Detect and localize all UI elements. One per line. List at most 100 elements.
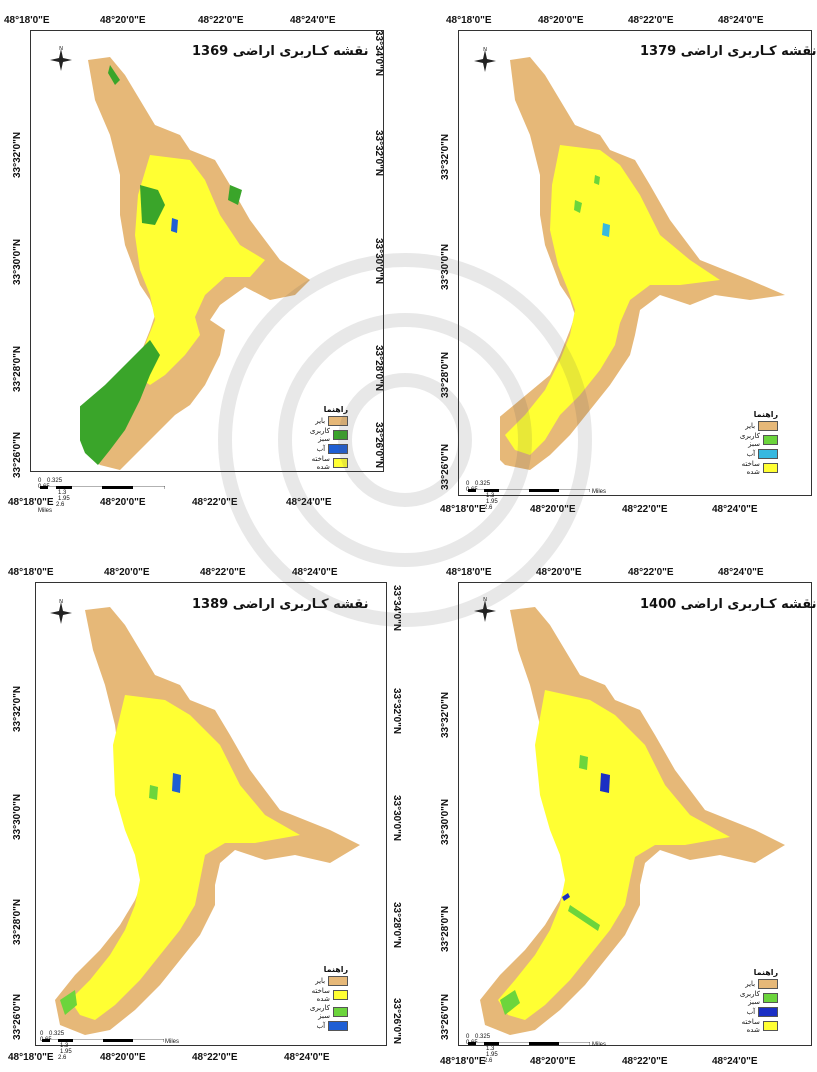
lon-tick-bottom: 48°20'0"E: [100, 497, 146, 508]
lon-tick-top: 48°18'0"E: [446, 567, 492, 578]
lon-tick-top: 48°20'0"E: [536, 567, 582, 578]
scale-bar: [468, 489, 590, 492]
lon-tick-bottom: 48°22'0"E: [622, 1056, 668, 1067]
legend-item: آب: [735, 1007, 779, 1017]
scale-bar: [42, 1039, 164, 1042]
lat-tick-left: 33°30'0"N: [440, 798, 451, 845]
lat-tick-left: 33°32'0"N: [12, 685, 23, 732]
north-label: N: [59, 46, 63, 52]
map-legend: راهنما بایر کاربری سبز آب ساخته شده: [305, 405, 349, 472]
land-use-map-1389: [55, 607, 360, 1035]
lon-tick-bottom: 48°24'0"E: [286, 497, 332, 508]
legend-item: ساخته شده: [305, 987, 349, 1003]
north-label: N: [59, 599, 63, 605]
legend-item: کاربری سبز: [735, 990, 779, 1006]
scale-labels: 0 0.325 0.65 1.3 1.95 2.6: [466, 481, 498, 511]
lon-tick-bottom: 48°18'0"E: [440, 504, 486, 515]
legend-title: راهنما: [323, 405, 349, 414]
legend-item: آب: [305, 444, 349, 454]
legend-item: کاربری سبز: [305, 427, 349, 443]
scale-unit: Miles: [592, 489, 607, 495]
lat-tick-right: 33°32'0"N: [391, 688, 402, 735]
lat-tick-left: 33°26'0"N: [12, 431, 23, 478]
legend-item: بایر: [735, 421, 779, 431]
lon-tick-bottom: 48°24'0"E: [712, 504, 758, 515]
legend-item: بایر: [305, 416, 349, 426]
lon-tick-top: 48°20'0"E: [104, 567, 150, 578]
lon-tick-bottom: 48°22'0"E: [192, 497, 238, 508]
north-arrow-icon: N: [50, 46, 72, 71]
lat-tick-left: 33°32'0"N: [440, 133, 451, 180]
lat-tick-left: 33°26'0"N: [440, 993, 451, 1040]
lat-tick-left: 33°32'0"N: [440, 691, 451, 738]
legend-title: راهنما: [753, 410, 779, 419]
lon-tick-top: 48°18'0"E: [446, 15, 492, 26]
map-title: نقشه کـاربری اراضی 1369: [192, 44, 369, 59]
land-use-map-1369: [80, 57, 310, 470]
lon-tick-top: 48°22'0"E: [198, 15, 244, 26]
lon-tick-top: 48°22'0"E: [200, 567, 246, 578]
north-label: N: [483, 47, 487, 53]
lat-tick-right: 33°28'0"N: [391, 902, 402, 949]
legend-title: راهنما: [753, 968, 779, 977]
lon-tick-top: 48°24'0"E: [718, 15, 764, 26]
lat-tick-right: 33°30'0"N: [391, 795, 402, 842]
lon-tick-top: 48°18'0"E: [4, 15, 50, 26]
north-label: N: [483, 597, 487, 603]
scale-labels: 0 0.325 0.65 1.3 1.95 2.6: [466, 1034, 498, 1064]
map-legend: راهنما بایر کاربری سبز آب ساخته شده: [735, 410, 779, 477]
land-use-map-1400: [480, 607, 785, 1035]
lon-tick-bottom: 48°18'0"E: [440, 1056, 486, 1067]
lon-tick-top: 48°24'0"E: [290, 15, 336, 26]
lat-tick-left: 33°30'0"N: [12, 238, 23, 285]
legend-item: بایر: [305, 976, 349, 986]
lat-tick-right: 33°26'0"N: [373, 422, 384, 469]
lon-tick-top: 48°20'0"E: [100, 15, 146, 26]
lon-tick-top: 48°20'0"E: [538, 15, 584, 26]
lat-tick-left: 33°28'0"N: [12, 898, 23, 945]
lon-tick-bottom: 48°20'0"E: [100, 1052, 146, 1063]
lon-tick-bottom: 48°18'0"E: [8, 1052, 54, 1063]
lon-tick-bottom: 48°24'0"E: [284, 1052, 330, 1063]
lat-tick-left: 33°30'0"N: [440, 243, 451, 290]
lon-tick-bottom: 48°22'0"E: [622, 504, 668, 515]
legend-item: کاربری سبز: [735, 432, 779, 448]
lon-tick-top: 48°24'0"E: [292, 567, 338, 578]
scale-unit: Miles: [165, 1039, 180, 1045]
legend-item: بایر: [735, 979, 779, 989]
lon-tick-top: 48°22'0"E: [628, 567, 674, 578]
lon-tick-bottom: 48°20'0"E: [530, 504, 576, 515]
lat-tick-left: 33°28'0"N: [440, 351, 451, 398]
map-title: نقشه کـاربری اراضی 1379: [640, 44, 817, 59]
map-legend: راهنما بایر ساخته شده کاربری سبز آب: [305, 965, 349, 1032]
scale-bar: [468, 1042, 590, 1045]
legend-item: کاربری سبز: [305, 1004, 349, 1020]
land-use-map-1379: [500, 57, 785, 470]
lat-tick-left: 33°28'0"N: [12, 345, 23, 392]
lat-tick-right: 33°34'0"N: [391, 585, 402, 632]
map-title: نقشه کـاربری اراضی 1389: [192, 597, 369, 612]
lon-tick-top: 48°18'0"E: [8, 567, 54, 578]
legend-item: ساخته شده: [735, 1018, 779, 1034]
legend-item: آب: [305, 1021, 349, 1031]
lon-tick-top: 48°24'0"E: [718, 567, 764, 578]
lon-tick-bottom: 48°22'0"E: [192, 1052, 238, 1063]
lat-tick-left: 33°30'0"N: [12, 793, 23, 840]
legend-title: راهنما: [323, 965, 349, 974]
lon-tick-bottom: 48°24'0"E: [712, 1056, 758, 1067]
map-frame: [30, 30, 384, 472]
map-legend: راهنما بایر کاربری سبز آب ساخته شده: [735, 968, 779, 1035]
lat-tick-right: 33°26'0"N: [391, 998, 402, 1045]
scale-labels: 0 0.325 0.65 1.3 1.95 2.6 Miles: [38, 478, 70, 514]
lon-tick-bottom: 48°20'0"E: [530, 1056, 576, 1067]
lat-tick-right: 33°34'0"N: [373, 30, 384, 77]
scale-labels: 0 0.325 0.65 1.3 1.95 2.6: [40, 1031, 72, 1061]
lat-tick-left: 33°26'0"N: [440, 443, 451, 490]
lat-tick-right: 33°28'0"N: [373, 345, 384, 392]
north-arrow-icon: N: [50, 599, 72, 624]
legend-item: آب: [735, 449, 779, 459]
north-arrow-icon: N: [474, 47, 496, 72]
legend-item: ساخته شده: [305, 455, 349, 471]
lat-tick-left: 33°28'0"N: [440, 905, 451, 952]
lat-tick-right: 33°30'0"N: [373, 238, 384, 285]
